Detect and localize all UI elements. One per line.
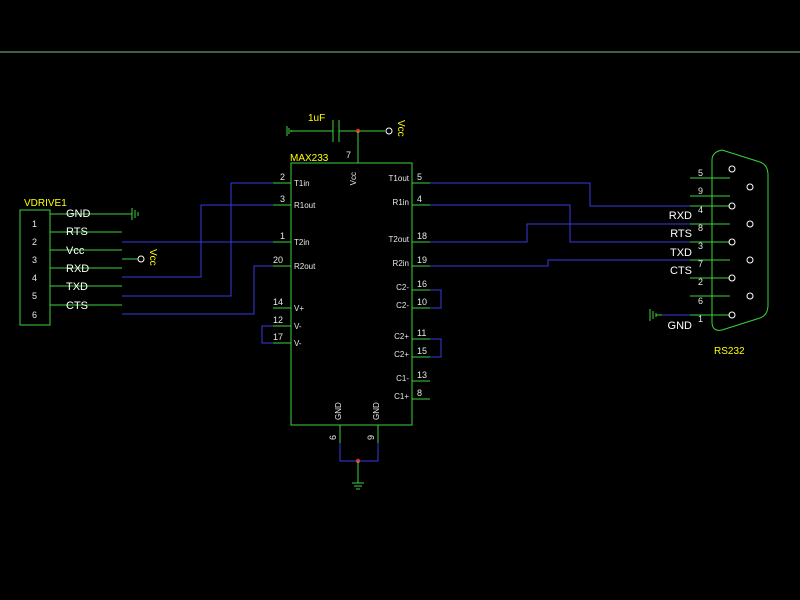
max233-pin-num: 20 [273,255,283,265]
vcc-symbol-label: Vcc [147,249,158,266]
vdrive1-pin-label-gnd: GND [66,208,91,220]
max233-pin-num: 7 [346,150,351,160]
ground-icon [122,208,139,220]
vdrive1-pin-num: 3 [32,255,37,265]
max233-pin-num: 16 [417,279,427,289]
ic-ground-network [339,443,379,490]
max233-pin-name: R2in [393,259,409,268]
vdrive1-pin-num: 4 [32,273,37,283]
vdrive1-pin-num: 1 [32,219,37,229]
max233-pin-name: V- [294,339,302,348]
rs232-pin-num: 1 [698,314,703,324]
max233-pin-name: T1out [389,174,410,183]
rs232-db9-connector: 5 9 4 8 3 7 2 6 1 RXD RTS TXD CTS GND RS… [649,149,769,357]
vdrive1-pin-num: 5 [32,291,37,301]
rs232-pin-num: 5 [698,168,703,178]
ground-icon [352,482,364,490]
capacitor-value: 1uF [308,113,325,124]
max233-pin-name: T1in [294,179,310,188]
rs232-pin-label-rts: RTS [670,228,692,240]
max233-pin-name: C1- [396,374,409,383]
rs232-pin-num: 8 [698,223,703,233]
max233-body [290,162,413,426]
rs232-pin-num: 2 [698,277,703,287]
max233-pin-name: V- [294,322,302,331]
max233-pin-num: 8 [417,388,422,398]
max233-pin-name: C2- [396,301,409,310]
max233-pin-num: 10 [417,297,427,307]
rs232-pin-num: 6 [698,296,703,306]
jumper-c2-minus [430,289,442,309]
rs232-pin-num: 4 [698,205,703,215]
jumper-c2-plus [430,338,442,358]
max233-pin-num: 5 [417,172,422,182]
vdrive1-pin-num: 6 [32,310,37,320]
rs232-pin-num: 3 [698,241,703,251]
max233-pin-num: 4 [417,194,422,204]
max233-pin-num: 14 [273,297,283,307]
rs232-pin-num: 7 [698,259,703,269]
max233-pin-num: 6 [328,435,338,440]
vdrive1-pin-label-rxd: RXD [66,263,89,275]
vdrive1-pin-num: 2 [32,237,37,247]
rs232-ref: RS232 [714,346,745,357]
max233-pin-num: 1 [280,231,285,241]
max233-pin-num: 17 [273,332,283,342]
max233-ref: MAX233 [290,153,329,164]
max233-ic: MAX233 7 Vcc 2 3 1 20 14 12 17 T1in R1ou… [273,150,430,443]
max233-pin-num: 18 [417,231,427,241]
jumper-v-minus [261,325,273,344]
max233-pin-num: 3 [280,194,285,204]
max233-to-rs232-wires [430,182,717,316]
vdrive1-pin-label-vcc: Vcc [66,245,85,257]
rs232-pin-label-gnd: GND [668,320,693,332]
capacitor-1uf: 1uF Vcc [286,113,406,163]
max233-pin-num: 19 [417,255,427,265]
max233-pin-num: 11 [417,328,426,338]
rs232-pin-label-cts: CTS [670,265,692,277]
max233-pin-name: V+ [294,304,304,313]
max233-pin-num: 9 [366,435,376,440]
rs232-pin-label-txd: TXD [670,247,692,259]
vdrive1-pin-label-cts: CTS [66,300,88,312]
rs232-pin-label-rxd: RXD [669,210,692,222]
max233-pin-name: R2out [294,262,316,271]
max233-pin-num: 15 [417,346,427,356]
vdrive1-connector: VDRIVE1 1 2 3 4 5 6 GND RTS Vcc RXD TXD … [19,198,158,326]
max233-pin-name: C2+ [394,350,409,359]
max233-pin-name: C2+ [394,332,409,341]
vcc-supply-icon: Vcc [122,249,158,266]
max233-pin-name: Vcc [349,172,358,185]
vdrive1-pin-label-rts: RTS [66,226,88,238]
max233-pin-name: GND [372,402,381,420]
cap-vcc-label: Vcc [395,120,406,137]
max233-pin-num: 2 [280,172,285,182]
max233-pin-name: R1out [294,201,316,210]
max233-pin-num: 13 [417,370,427,380]
max233-pin-name: R1in [393,198,409,207]
max233-pin-name: C2- [396,283,409,292]
max233-pin-num: 12 [273,315,283,325]
max233-pin-name: T2in [294,238,310,247]
ground-icon [649,309,662,321]
max233-pin-name: T2out [389,235,410,244]
max233-pin-name: GND [334,402,343,420]
rs232-pin-num: 9 [698,186,703,196]
vdrive-to-max233-wires [122,182,273,315]
vdrive1-pin-label-txd: TXD [66,281,88,293]
vdrive1-ref: VDRIVE1 [24,198,67,209]
max233-pin-name: C1+ [394,392,409,401]
